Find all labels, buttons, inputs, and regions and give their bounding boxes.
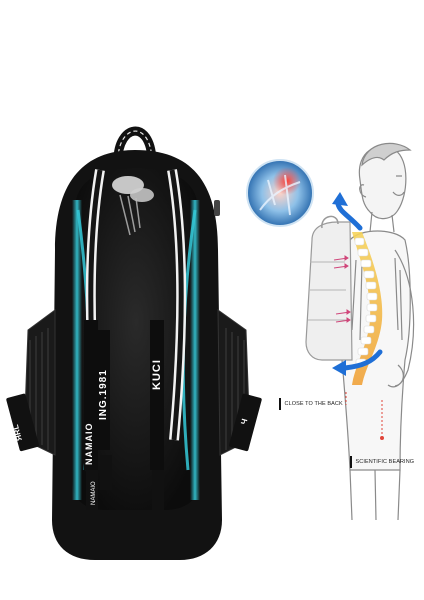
shoulder-xray-icon (246, 159, 314, 227)
arrow-down-icon (332, 349, 383, 376)
usb-port (214, 200, 220, 216)
strap-text-left-outer: NAMAIO (84, 423, 94, 466)
label-bar (350, 456, 352, 468)
side-tab-right: Ч (229, 393, 262, 452)
webbing-right (150, 320, 164, 470)
strap-text-right: KUCI (151, 359, 163, 390)
svg-text:ЯRL: ЯRL (11, 424, 24, 442)
strap-text-left-inner: ING.1981 (98, 369, 109, 420)
airflow-icon (112, 176, 154, 236)
arrow-up-icon (332, 192, 363, 231)
sketch-backpack (305, 215, 353, 361)
spine-illustration (333, 232, 383, 385)
side-tab-left: ЯRL (6, 393, 39, 452)
hanging-tab-left (86, 470, 98, 510)
hanging-tab-right (152, 470, 164, 510)
scientific-bearing-label: SCIENTIFIC BEARING (350, 456, 414, 468)
label-bar (279, 398, 281, 410)
webbing-left (84, 320, 98, 470)
backpack: NAMAIO ING.1981 KUCI NAMAIO ЯRL Ч (6, 126, 262, 560)
person-sketch (339, 142, 415, 521)
svg-text:Ч: Ч (239, 417, 249, 425)
close-to-back-label: CLOSE TO THE BACK (279, 398, 343, 410)
hanging-tab-text: NAMAIO (91, 481, 97, 505)
